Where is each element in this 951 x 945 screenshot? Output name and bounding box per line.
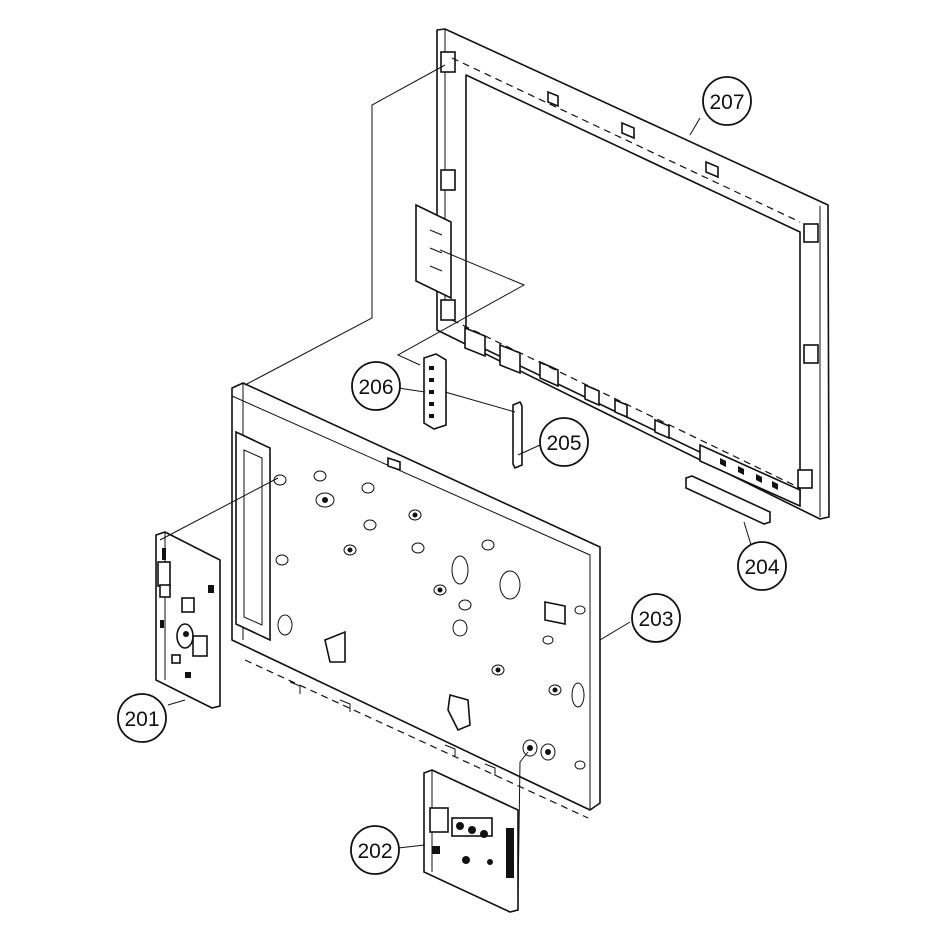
callout-202: 202 xyxy=(350,825,400,875)
front-bezel-frame-part-207 xyxy=(415,28,830,520)
callout-206: 206 xyxy=(351,361,401,411)
callout-204: 204 xyxy=(737,541,787,591)
strip-part-205 xyxy=(512,400,523,470)
callout-205-label: 205 xyxy=(546,432,581,455)
callout-201: 201 xyxy=(117,693,167,743)
callout-207-label: 207 xyxy=(709,91,744,114)
side-pcb-part-201 xyxy=(155,531,221,709)
callout-203-label: 203 xyxy=(638,608,673,631)
bottom-pcb-part-202 xyxy=(423,769,519,913)
callout-206-label: 206 xyxy=(358,376,393,399)
key-strip-part-204 xyxy=(685,475,771,525)
callout-203: 203 xyxy=(631,593,681,643)
chassis-frame-part-203 xyxy=(231,382,601,819)
callout-leaders xyxy=(167,387,631,849)
callout-201-label: 201 xyxy=(124,708,159,731)
callout-204-label: 204 xyxy=(744,556,779,579)
callout-202-label: 202 xyxy=(357,840,392,863)
bezel-hidden-edges xyxy=(451,57,801,489)
callout-205: 205 xyxy=(539,417,589,467)
bracket-board-part-206 xyxy=(423,353,447,430)
callout-207: 207 xyxy=(702,76,752,126)
leader-lines xyxy=(159,64,753,901)
